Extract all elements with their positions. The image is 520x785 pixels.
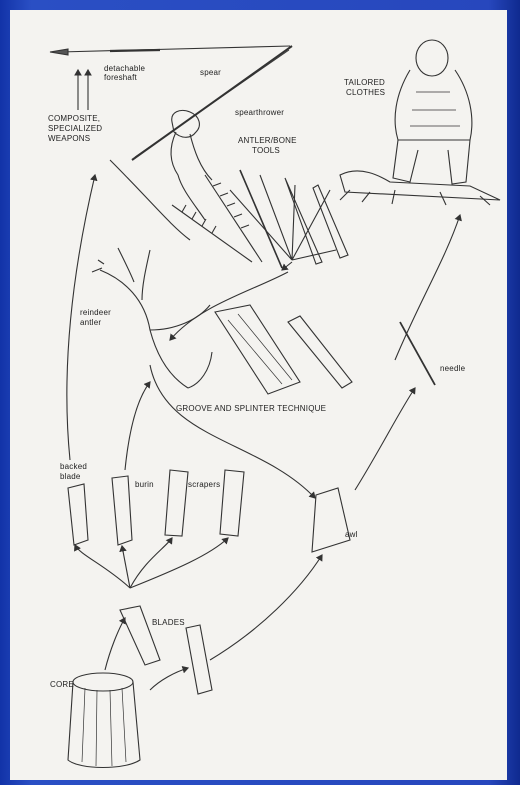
label-spear: spear [200, 68, 221, 77]
label-detachable-foreshaft-2: foreshaft [104, 73, 137, 82]
label-composite-1: COMPOSITE, [48, 114, 100, 123]
label-tailored-clothes-1: TAILORED [344, 78, 385, 87]
label-composite-3: WEAPONS [48, 134, 90, 143]
label-antler-bone-tools-2: TOOLS [252, 146, 280, 155]
splinter-icon [215, 305, 352, 394]
label-backed-blade-2: blade [60, 472, 81, 481]
label-groove-splinter: GROOVE AND SPLINTER TECHNIQUE [176, 404, 326, 413]
label-tailored-clothes-2: CLOTHES [346, 88, 385, 97]
label-scrapers: scrapers [188, 480, 220, 489]
person-icon [340, 40, 500, 205]
label-needle: needle [440, 364, 465, 373]
label-burin: burin [135, 480, 154, 489]
label-blades: BLADES [152, 618, 185, 627]
label-detachable-foreshaft-1: detachable [104, 64, 145, 73]
blade-icon [68, 470, 350, 694]
connector-arrows [67, 70, 460, 690]
label-spearthrower: spearthrower [235, 108, 284, 117]
label-reindeer-antler-2: antler [80, 318, 101, 327]
label-core: CORE [50, 680, 74, 689]
label-awl: awl [345, 530, 358, 539]
label-reindeer-antler-1: reindeer [80, 308, 111, 317]
label-composite-2: SPECIALIZED [48, 124, 102, 133]
label-antler-bone-tools-1: ANTLER/BONE [238, 136, 297, 145]
label-backed-blade-1: backed [60, 462, 87, 471]
core-icon [68, 673, 140, 768]
spear-icon [50, 46, 290, 55]
needle-icon [400, 322, 435, 385]
